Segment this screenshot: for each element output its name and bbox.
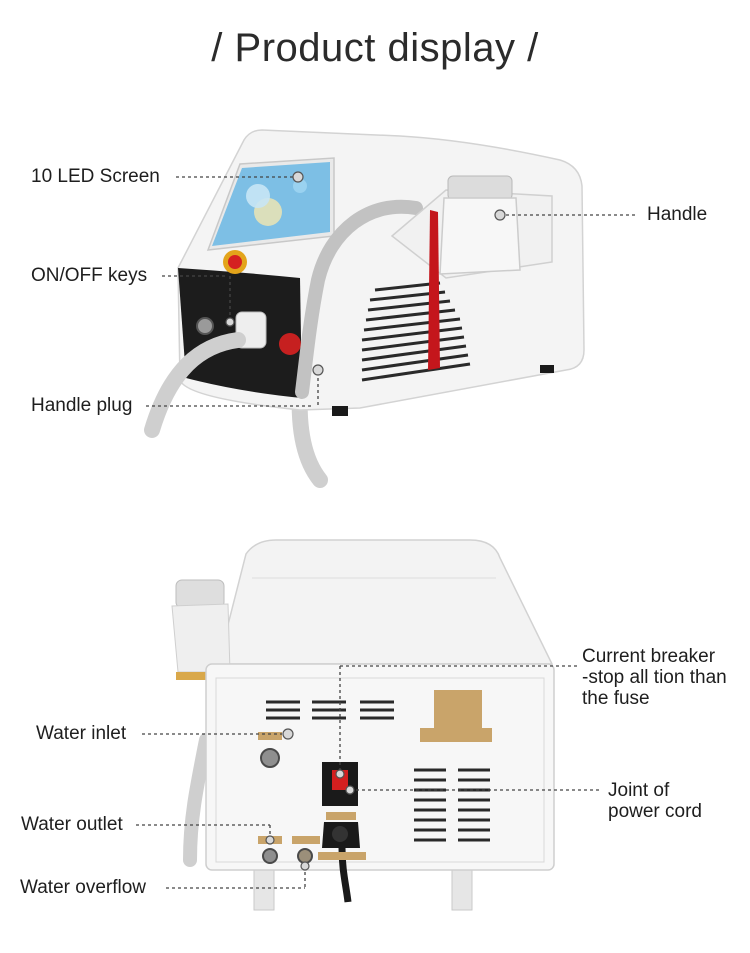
label-current-breaker: Current breaker — [582, 646, 716, 667]
side-vent — [361, 281, 471, 382]
red-strap — [428, 210, 440, 370]
label-handle-plug: Handle plug — [31, 395, 133, 416]
label-water-overflow: Water overflow — [20, 877, 146, 898]
label-water-inlet: Water inlet — [36, 723, 127, 744]
page-title: / Product display / — [211, 26, 539, 70]
label-handle: Handle — [647, 204, 708, 225]
side-handle — [171, 603, 231, 673]
handle-body — [439, 197, 521, 275]
label-led-screen: 10 LED Screen — [31, 166, 160, 187]
machine-top — [217, 539, 554, 665]
label-power-cord: Joint of — [608, 780, 670, 801]
label-current-breaker-line3: the fuse — [582, 688, 650, 709]
warning-sticker — [434, 690, 482, 728]
on-off-key — [279, 333, 301, 355]
rear-vent-right — [414, 768, 490, 842]
water-overflow-port — [297, 848, 313, 864]
leader-lines — [136, 176, 638, 889]
rear-machine — [171, 539, 555, 911]
label-current-breaker-line2: -stop all tion than — [582, 667, 727, 688]
label-water-outlet: Water outlet — [21, 814, 123, 835]
label-power-cord-line2: power cord — [608, 801, 702, 822]
leader-dots — [225, 171, 506, 871]
water-outlet-port — [262, 848, 278, 864]
handle-head — [447, 175, 513, 201]
label-on-off-keys: ON/OFF keys — [31, 265, 148, 286]
water-inlet-port — [260, 748, 280, 768]
front-machine — [144, 129, 585, 488]
